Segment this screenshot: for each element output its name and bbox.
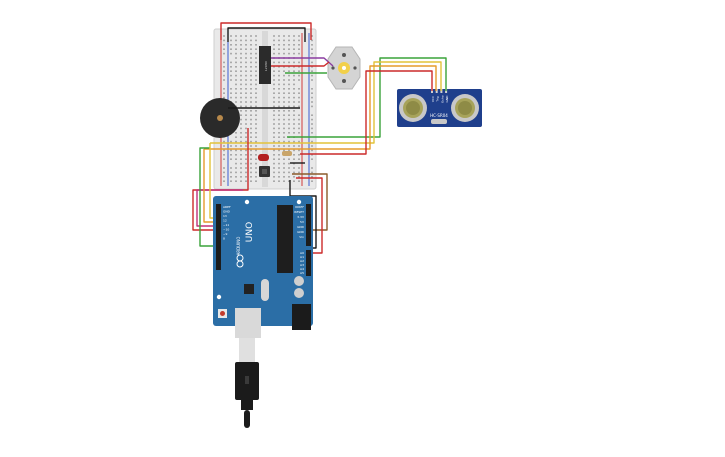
arduino-pin-label: GND [297,225,305,229]
dc-motor[interactable] [327,46,361,90]
ultrasonic-transducer-left [399,94,427,122]
wire-purple-motor[interactable] [271,57,334,67]
push-button-cap [262,169,267,174]
atmega-chip [277,205,293,273]
arduino-pin-label: AREF [223,205,231,209]
ultrasonic-crystal [431,119,447,124]
usb-port [235,308,261,338]
arduino-pin-label: A4 [300,267,304,271]
usb-logo [245,376,249,384]
arduino-pin-label: GND [223,210,231,214]
ultrasonic-model-label: HC-SR04 [430,113,448,118]
buzzer-center [217,115,223,121]
arduino-pin-label: Vin [299,235,304,239]
arduino-capacitor-2 [294,288,304,298]
arduino-power-header [306,204,311,246]
arduino-pin-label: A1 [300,255,304,259]
piezo-buzzer[interactable] [200,98,240,138]
resistor[interactable] [282,151,292,156]
breadboard-center-channel [262,31,268,187]
arduino-capacitor-1 [294,276,304,286]
dc-power-jack [292,304,311,330]
wire-green-us[interactable] [287,57,447,138]
arduino-pin-label: RESET [294,210,304,214]
arduino-analog-header [306,250,311,276]
arduino-logo [236,254,244,268]
motor-screw-top [342,53,346,57]
arduino-pin-label: GND [297,230,305,234]
motor-shaft-center [342,66,346,70]
ultrasonic-pin-label: Echo [440,95,444,102]
arduino-pin-label: 13 [223,214,227,218]
motor-terminal-right [353,66,357,70]
arduino-pin-label: A0 [300,251,304,255]
push-button[interactable] [259,166,270,177]
arduino-mount-hole-3 [296,199,302,205]
arduino-brand-label: ARDUINO [236,237,241,256]
arduino-pin-label: A5 [300,271,304,275]
arduino-crystal [261,279,269,301]
arduino-pin-label: A3 [300,263,304,267]
arduino-pin-label: ~9 [223,232,228,236]
motor-screw-bottom [342,79,346,83]
l293d-chip[interactable]: L293D [259,46,271,84]
arduino-pin-label: 12 [223,219,227,223]
arduino-pin-label: 3.3V [297,215,305,219]
wire-red-us[interactable] [300,70,433,155]
wire-yellow-us[interactable] [210,61,442,144]
arduino-small-chip [244,284,254,294]
led[interactable] [258,154,269,161]
arduino-mount-hole-1 [216,294,222,300]
ultrasonic-transducer-right [451,94,479,122]
arduino-model-label: UNO [245,222,255,242]
usb-plug-metal [239,338,255,362]
arduino-pin-label: 5V [300,220,305,224]
wire-green-arduino-left[interactable] [199,147,216,247]
wire-red-arduino-right[interactable] [296,177,323,254]
wire-magenta-arduino[interactable] [196,189,243,227]
arduino-pin-label: ~11 [223,223,229,227]
wires [192,22,447,254]
wire-black-arduino-right[interactable] [289,180,317,249]
usb-cable-wire [244,410,250,428]
reset-button-cap [220,311,225,316]
wire-brown-arduino[interactable] [292,173,328,231]
usb-cable[interactable] [235,338,259,428]
wire-orange-us[interactable] [204,65,437,150]
ultrasonic-pin-label: VCC [431,96,435,102]
wire-red-motor[interactable] [271,61,330,67]
arduino-pin-label: 8 [223,237,225,241]
arduino-mount-hole-2 [244,199,250,205]
arduino-digital-header [216,204,221,270]
led-body [258,154,269,161]
breadboard-holes [223,35,313,182]
arduino-pin-label: A2 [300,259,304,263]
arduino-pin-label: ~10 [223,228,229,232]
chip-label: L293D [264,60,268,70]
wire-black-top[interactable] [227,27,306,42]
motor-terminal-left [331,66,335,70]
wire-red-top[interactable] [220,22,312,40]
wire-orange-arduino-left[interactable] [203,149,216,223]
resistor-body [282,151,292,156]
ultrasonic-pin-label: Trig [436,96,440,102]
usb-cable-strain-relief [241,400,253,410]
chip-body [259,46,271,84]
arduino-pin-label: IOREF [295,205,304,209]
ultrasonic-pin-label: GND [445,95,449,103]
